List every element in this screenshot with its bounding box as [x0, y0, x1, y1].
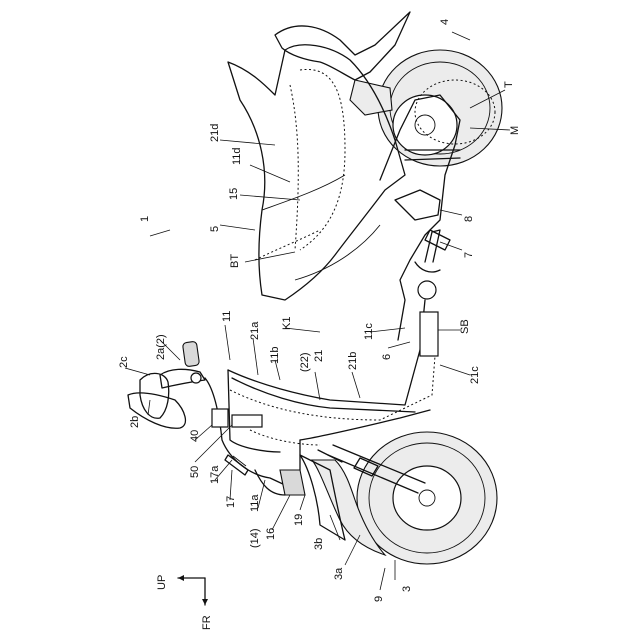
label-21b: 21b — [347, 352, 359, 370]
body-cover — [228, 45, 405, 300]
label-11d: 11d — [231, 147, 243, 165]
sb-box — [420, 312, 438, 356]
label-11b: 11b — [269, 346, 281, 364]
label-fr: FR — [201, 615, 213, 630]
label-15: 15 — [228, 188, 240, 200]
label-5: 5 — [209, 226, 221, 232]
label-K1: K1 — [281, 317, 293, 330]
label-21c: 21c — [469, 366, 481, 384]
label-9: 9 — [373, 596, 385, 602]
label-16: 16 — [265, 528, 277, 540]
label-11: 11 — [221, 311, 233, 322]
label-6: 6 — [381, 354, 393, 360]
label-21d: 21d — [209, 124, 221, 142]
label-21a: 21a — [249, 321, 261, 340]
label-8: 8 — [463, 216, 475, 222]
label-3b: 3b — [313, 538, 325, 550]
label-7: 7 — [463, 252, 475, 258]
label-17a: 17a — [209, 465, 221, 484]
label-T: T — [503, 81, 515, 88]
label-3: 3 — [401, 586, 413, 592]
label-3a: 3a — [333, 567, 345, 580]
label-22: (22) — [299, 352, 311, 372]
label-40: 40 — [189, 430, 201, 442]
label-19: 19 — [293, 514, 305, 526]
meters — [212, 409, 262, 427]
label-BT: BT — [229, 254, 241, 268]
rear-wheel — [378, 50, 502, 166]
seat — [275, 12, 410, 115]
label-50: 50 — [189, 466, 201, 478]
label-2b: 2b — [129, 416, 141, 428]
label-2a: 2a(2) — [155, 334, 167, 360]
label-2c: 2c — [118, 356, 130, 368]
label-14: (14) — [249, 528, 261, 548]
label-4: 4 — [439, 19, 451, 25]
label-21: 21 — [313, 350, 325, 362]
label-11a: 11a — [249, 494, 261, 512]
direction-arrows — [178, 575, 208, 605]
label-M: M — [509, 126, 521, 135]
label-up: UP — [156, 575, 168, 590]
label-17: 17 — [225, 496, 237, 508]
label-SB: SB — [459, 319, 471, 334]
label-11c: 11c — [363, 323, 375, 340]
label-1: 1 — [139, 216, 151, 222]
front-wheel — [357, 432, 497, 564]
